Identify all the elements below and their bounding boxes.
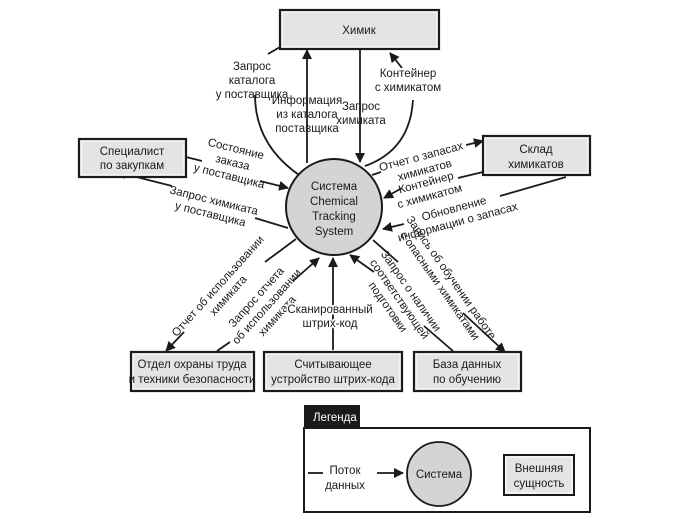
- flow-arrow-f7: [465, 138, 484, 148]
- system-label-line-3: Tracking: [312, 211, 356, 223]
- entity-safety-label-line-2: и техники безопасности: [129, 374, 256, 386]
- svg-text:Запрос: Запрос: [233, 61, 271, 73]
- svg-text:Контейнер: Контейнер: [380, 68, 437, 80]
- entity-safety-label-line-1: Отдел охраны труда: [137, 359, 247, 371]
- svg-text:поставщика: поставщика: [275, 123, 339, 135]
- legend-flow-label-line-1: Поток: [330, 465, 362, 477]
- system-circle: [285, 158, 383, 256]
- entity-buyer-label-line-2: по закупкам: [100, 160, 164, 172]
- flow-arrow-f5: [259, 180, 289, 191]
- entity-safety-dept[interactable]: Отдел охраны труда и техники безопасност…: [129, 350, 256, 393]
- entity-chemist-label: Химик: [342, 25, 376, 37]
- flow-arrow-f4-bottom: [364, 99, 414, 167]
- flow-arrow-f9: [382, 222, 405, 232]
- flow-label-f11: Запрос отчета об использовании химиката: [227, 265, 304, 347]
- entity-barcode-label-line-2: устройство штрих-кода: [271, 374, 395, 386]
- flow-arrow-f11: [292, 257, 320, 282]
- flow-label-f3: Запрос химиката: [336, 101, 386, 127]
- entity-buyer-label-line-1: Специалист: [100, 146, 165, 158]
- entity-stockroom-label-line-2: химикатов: [508, 159, 564, 171]
- flow-label-f6: Запрос химиката у поставщика: [168, 184, 260, 229]
- svg-text:химиката: химиката: [336, 115, 386, 127]
- flow-label-f4: Контейнер с химикатом: [375, 68, 441, 94]
- flow-line-f1-top: [267, 46, 281, 55]
- flow-line-f11-start: [216, 341, 231, 352]
- entity-barcode-reader[interactable]: Считывающее устройство штрих-кода: [262, 350, 404, 393]
- flow-line-f8-start: [457, 171, 484, 179]
- entity-training-label-line-1: База данных: [433, 359, 502, 371]
- system-label-line-2: Chemical: [310, 196, 358, 208]
- legend-data-flow: Поток данных: [308, 465, 404, 492]
- flow-line-f5-start: [185, 156, 203, 162]
- flow-line-f10-start: [264, 238, 297, 263]
- legend-flow-label-line-2: данных: [325, 480, 365, 492]
- flow-label-f12: Сканированный штрих-код: [286, 303, 374, 332]
- flow-label-f2: Информация из каталога поставщика: [272, 95, 342, 135]
- entity-training-db[interactable]: База данных по обучению: [412, 350, 523, 393]
- flow-line-f14-start: [372, 239, 399, 263]
- flow-arrow-f14: [462, 312, 506, 353]
- legend-system: Система: [406, 441, 472, 507]
- legend: Легенда Поток данных Система Внешняя сущ…: [303, 405, 591, 513]
- entity-stockroom-label-line-1: Склад: [519, 144, 553, 156]
- flow-label-f5: Состояние заказа у поставщика: [192, 137, 266, 192]
- legend-external-entity: Внешняя сущность: [503, 454, 575, 496]
- entity-buyer[interactable]: Специалист по закупкам: [77, 137, 188, 179]
- flow-line-f13-start: [423, 325, 454, 352]
- system-label-line-1: Система: [311, 181, 358, 193]
- entity-barcode-label-line-1: Считывающее: [294, 359, 371, 371]
- flow-lines: [116, 46, 567, 353]
- legend-entity-label-line-2: сущность: [514, 478, 565, 490]
- system-label-line-4: System: [315, 226, 353, 238]
- flow-arrow-f10: [165, 331, 185, 352]
- entity-stockroom[interactable]: Склад химикатов: [481, 134, 592, 177]
- flow-line-f7-start: [371, 171, 382, 176]
- svg-text:Информация: Информация: [272, 95, 342, 107]
- svg-text:Запрос: Запрос: [342, 101, 380, 113]
- flow-line-f9-start: [499, 176, 567, 197]
- svg-text:Сканированный: Сканированный: [287, 304, 372, 316]
- system-process[interactable]: Система Chemical Tracking System: [285, 158, 383, 256]
- flow-label-f1: Запрос каталога у поставщика: [216, 61, 289, 101]
- svg-text:с химикатом: с химикатом: [375, 82, 441, 94]
- entity-training-label-line-2: по обучению: [433, 374, 501, 386]
- legend-tab: [304, 405, 360, 428]
- svg-text:у поставщика: у поставщика: [216, 89, 289, 101]
- flow-arrow-f13: [349, 254, 375, 273]
- legend-title: Легенда: [313, 412, 357, 424]
- legend-system-label: Система: [416, 469, 463, 481]
- flow-line-f6-start: [254, 217, 289, 229]
- flow-arrow-f4-top: [389, 52, 403, 69]
- svg-text:каталога: каталога: [229, 75, 276, 87]
- flow-arrow-f8: [383, 187, 403, 199]
- legend-box: [303, 427, 591, 513]
- svg-text:из каталога: из каталога: [276, 109, 338, 121]
- entity-chemist[interactable]: Химик: [278, 8, 441, 51]
- svg-text:штрих-код: штрих-код: [303, 318, 358, 330]
- legend-entity-label-line-1: Внешняя: [515, 463, 563, 475]
